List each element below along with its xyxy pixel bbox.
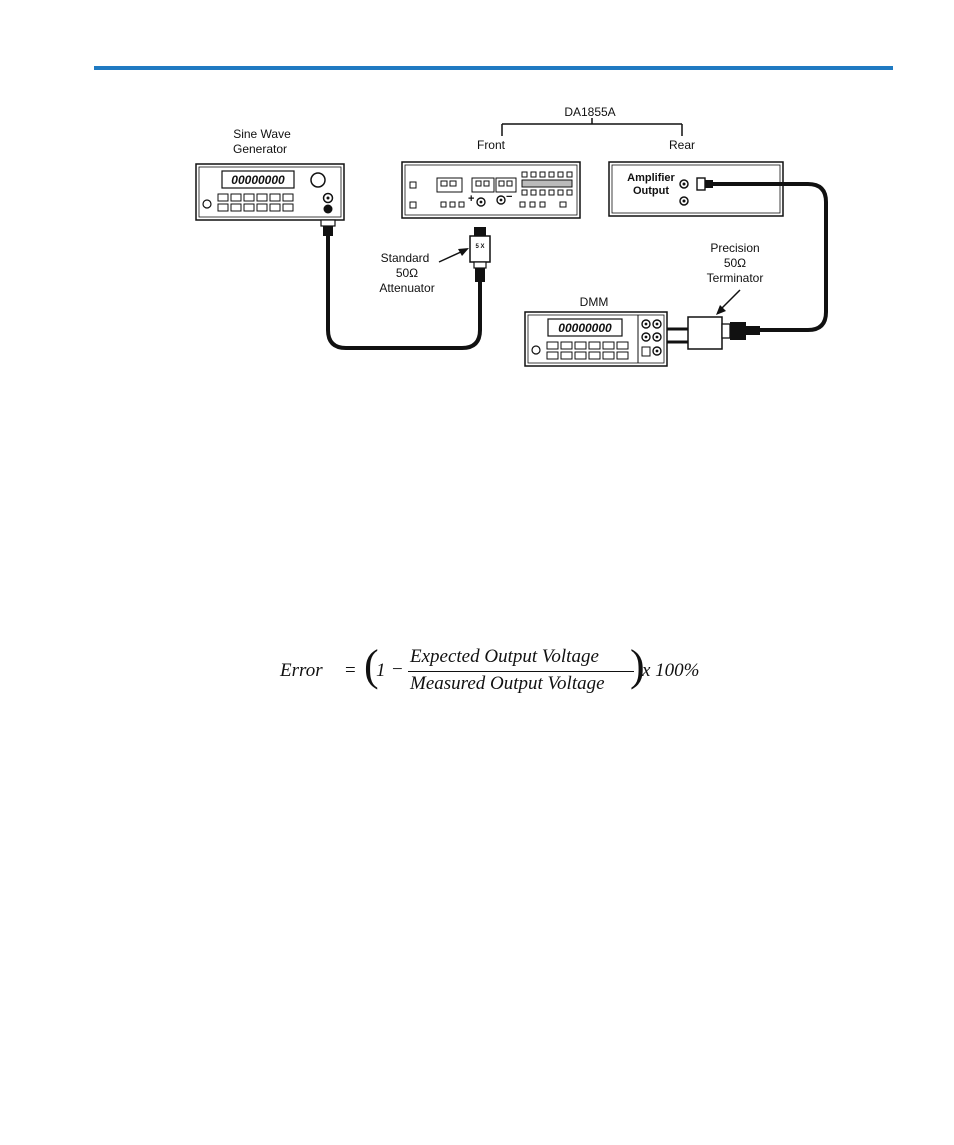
- standard-attenuator: 5 X: [470, 227, 490, 282]
- amplifier-output-label-1: Amplifier: [627, 172, 675, 184]
- front-label: Front: [477, 138, 506, 152]
- sine-wave-generator: 00000000: [196, 164, 344, 236]
- rear-label: Rear: [669, 138, 695, 152]
- dmm-readout: 00000000: [558, 321, 612, 335]
- formula-lhs: Error: [280, 660, 323, 682]
- da1855a-rear-panel: Amplifier Output: [609, 162, 783, 216]
- connection-diagram: 00000000: [0, 0, 954, 420]
- formula-minus: −: [392, 659, 403, 681]
- terminator-label-2: 50Ω: [724, 256, 746, 270]
- knob-icon: [311, 173, 325, 187]
- sine-wave-generator-label-1: Sine Wave: [233, 127, 291, 141]
- svg-text:−: −: [506, 191, 512, 203]
- error-formula: Error = ( 1 − Expected Output Voltage Me…: [280, 646, 720, 702]
- attenuator-label-3: Attenuator: [379, 281, 434, 295]
- amplifier-output-label-2: Output: [633, 185, 669, 197]
- precision-terminator: [667, 317, 760, 349]
- sine-wave-generator-label-2: Generator: [233, 142, 287, 156]
- dmm: 00000000: [525, 312, 667, 366]
- terminator-label-1: Precision: [710, 241, 759, 255]
- formula-tail: x 100%: [642, 660, 700, 682]
- attenuator-arrow: [439, 248, 469, 262]
- formula-numerator: Expected Output Voltage: [410, 646, 599, 668]
- front-display: [522, 180, 572, 187]
- connector-icon: [324, 205, 333, 214]
- device-bracket: [502, 118, 682, 136]
- da1855a-front-panel: + −: [402, 162, 580, 218]
- attenuator-mark: 5 X: [475, 244, 484, 250]
- formula-denominator: Measured Output Voltage: [410, 673, 605, 695]
- formula-one: 1: [376, 660, 386, 682]
- terminator-arrow: [716, 290, 740, 315]
- formula-equals: =: [345, 660, 356, 682]
- svg-text:+: +: [468, 193, 474, 205]
- attenuator-label-1: Standard: [381, 251, 430, 265]
- fraction-bar: [408, 671, 634, 672]
- generator-readout: 00000000: [231, 173, 285, 187]
- terminator-label-3: Terminator: [707, 271, 764, 285]
- dmm-label: DMM: [580, 295, 609, 309]
- device-label: DA1855A: [564, 105, 615, 119]
- attenuator-label-2: 50Ω: [396, 266, 418, 280]
